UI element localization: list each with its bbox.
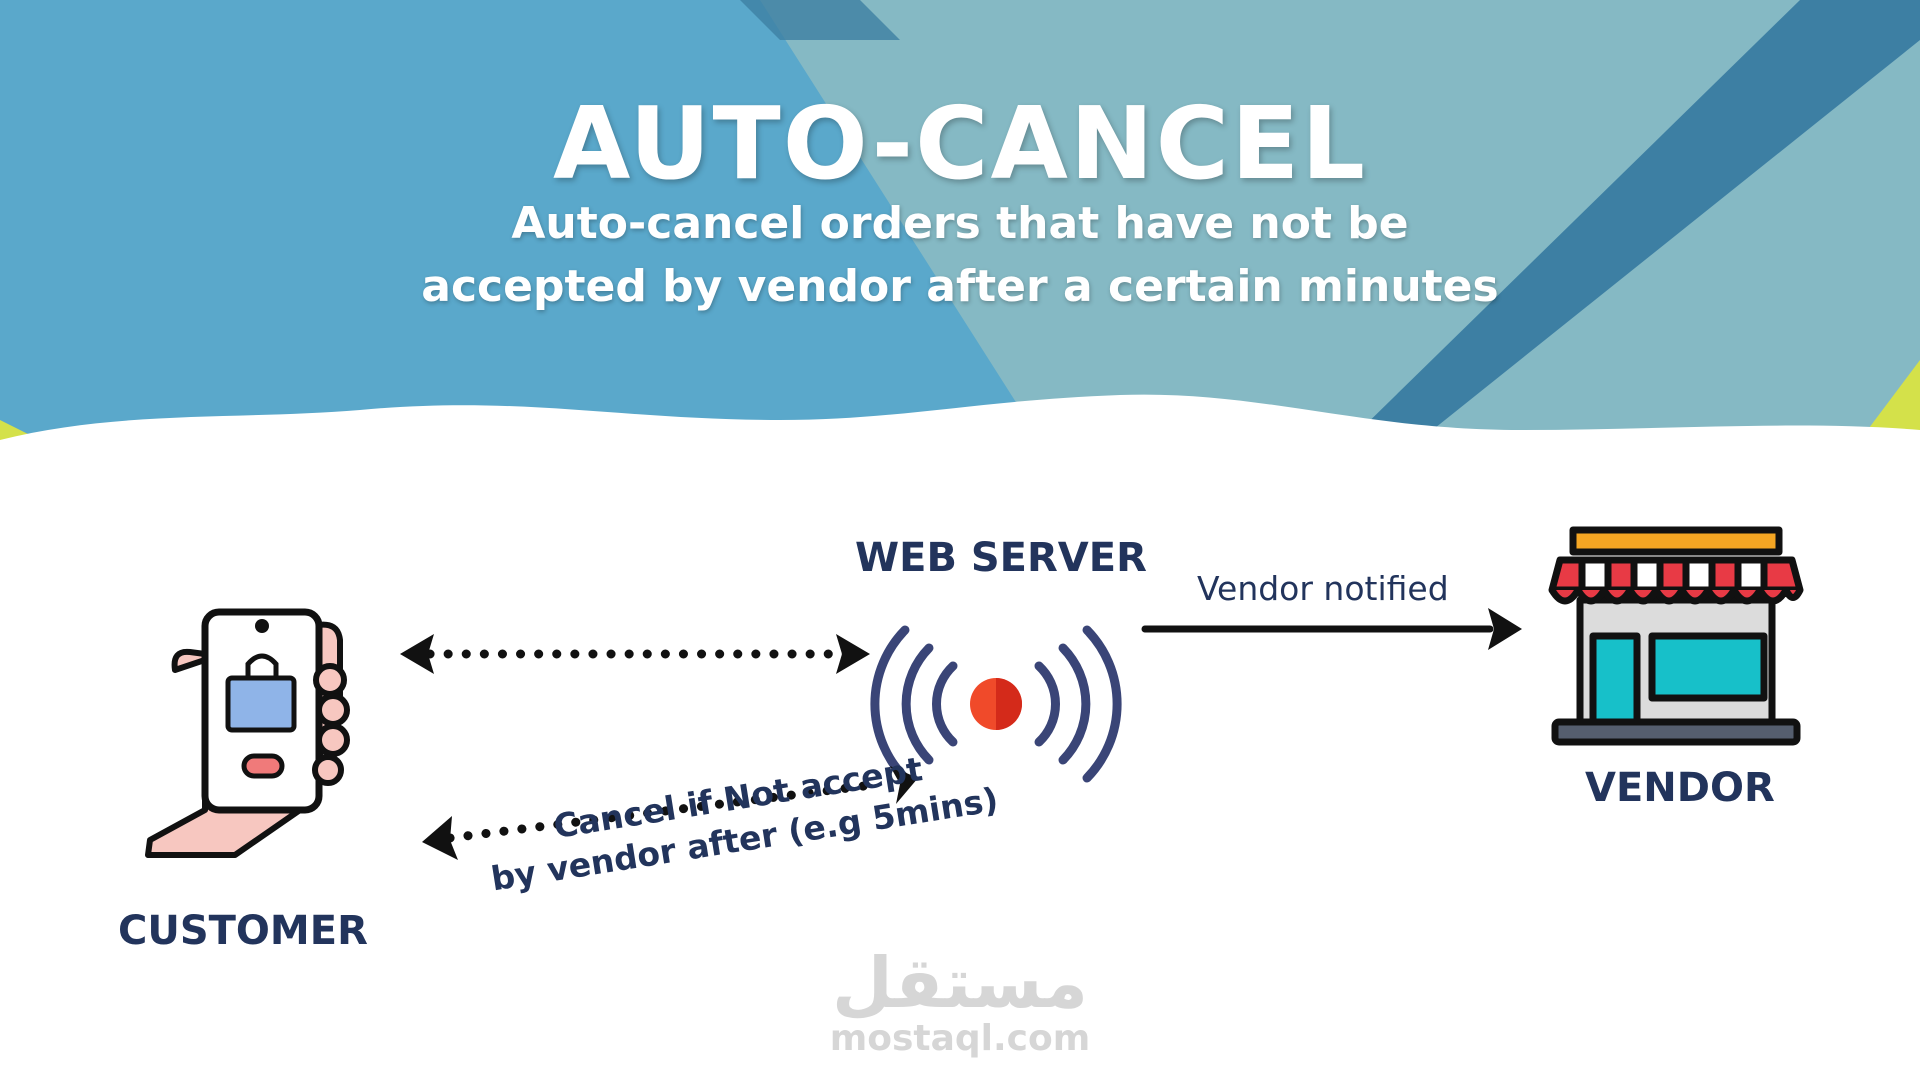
server-vendor-arrow [1141, 608, 1522, 650]
customer-server-arrow [400, 634, 870, 674]
web-server-label: WEB SERVER [855, 535, 1147, 581]
customer-label: CUSTOMER [118, 908, 368, 954]
vendor-notified-label: Vendor notified [1197, 569, 1449, 608]
storefront-icon [1548, 526, 1804, 746]
subtitle-line-1: Auto-cancel orders that have not be [511, 198, 1409, 249]
page-title: AUTO-CANCEL [553, 85, 1367, 202]
watermark-logo: مستقل [831, 942, 1088, 1024]
subtitle-line-2: accepted by vendor after a certain minut… [421, 261, 1499, 312]
vendor-label: VENDOR [1585, 765, 1775, 811]
phone-in-hand-shopping-icon [145, 608, 350, 858]
watermark-url: mostaql.com [829, 1018, 1091, 1059]
broadcast-signal-icon [870, 625, 1122, 783]
cancel-arrow [422, 766, 918, 860]
